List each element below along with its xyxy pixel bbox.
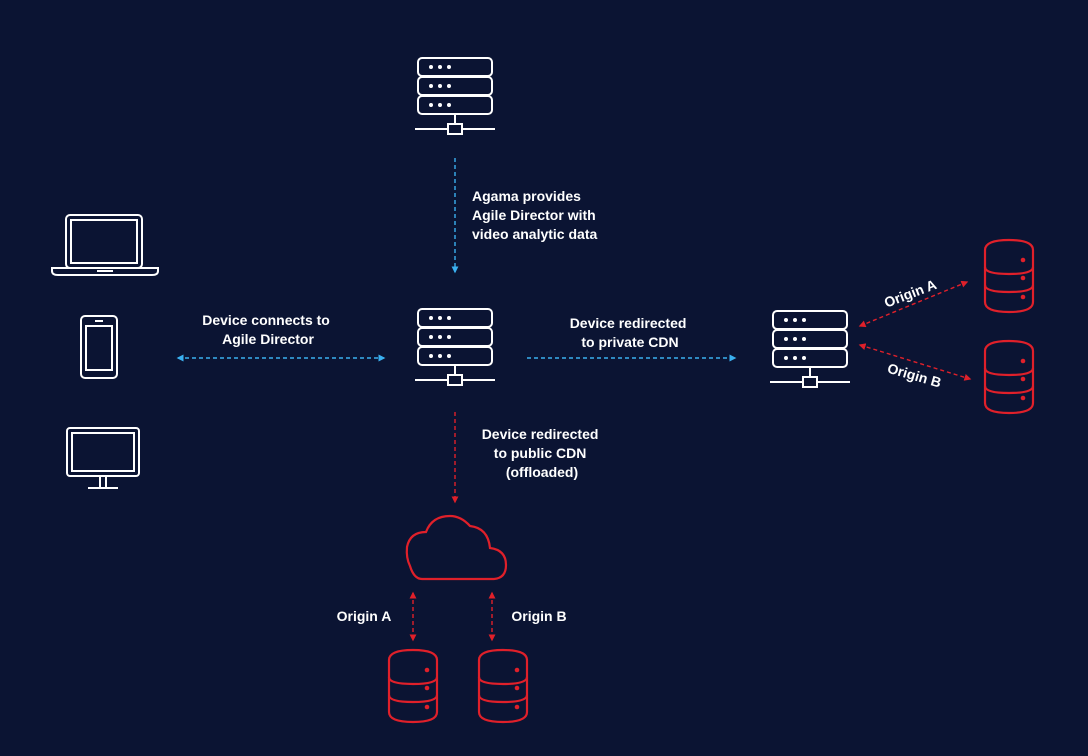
device-connects-label: Device connects to Agile Director (202, 312, 334, 347)
agile-director-server-icon (414, 308, 496, 386)
database-icon (387, 648, 439, 724)
agama-provides-label: Agama provides Agile Director with video… (472, 188, 600, 242)
private-origin-a-label: Origin A (882, 276, 939, 311)
agama-server-icon (414, 57, 496, 135)
private-origin-b-label: Origin B (886, 360, 944, 391)
private-cdn-server-icon (769, 310, 851, 388)
laptop-icon (51, 214, 159, 276)
database-icon (477, 648, 529, 724)
private-origin-b-arrow (858, 343, 972, 381)
public-cdn-cloud-icon (405, 514, 508, 581)
database-icon (983, 339, 1035, 415)
public-origin-a-label: Origin A (337, 608, 392, 624)
database-icon (983, 238, 1035, 314)
monitor-icon (66, 427, 140, 489)
private-origin-a-arrow (858, 280, 969, 328)
redirect-private-label: Device redirected to private CDN (570, 315, 691, 350)
public-origin-b-label: Origin B (511, 608, 566, 624)
smartphone-icon (80, 315, 118, 379)
redirect-public-label: Device redirected to public CDN (offload… (482, 426, 603, 480)
